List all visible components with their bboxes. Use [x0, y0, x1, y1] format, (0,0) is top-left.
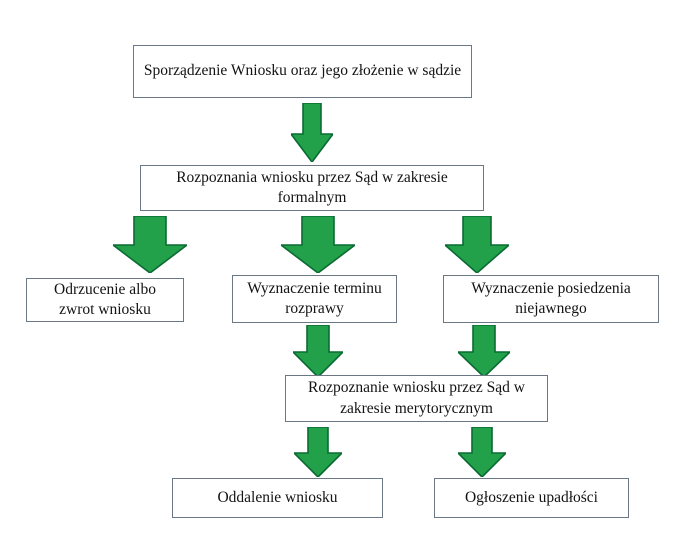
arrow-down-n2-n3 [113, 216, 187, 273]
flow-node-termin-rozprawy: Wyznaczenie terminu rozprawy [232, 275, 397, 323]
arrow-down-n1-n2 [291, 103, 333, 162]
flow-node-label: Rozpoznania wniosku przez Sąd w zakresie… [176, 168, 448, 206]
arrow-down-n4-n6 [293, 325, 343, 377]
flow-node-rozpoznania-formalne: Rozpoznania wniosku przez Sąd w zakresie… [140, 165, 484, 211]
arrow-down-n2-n5 [445, 216, 509, 273]
flow-node-label: Wyznaczenie terminu rozprawy [247, 279, 382, 317]
flow-node-label: Rozpoznanie wniosku przez Sąd w zakresie… [308, 379, 525, 417]
flow-node-label: Ogłoszenie upadłości [464, 488, 598, 506]
flow-node-posiedzenie-niejawne: Wyznaczenie posiedzenia niejawnego [443, 275, 659, 323]
flow-node-sporzadzenie-wniosku: Sporządzenie Wniosku oraz jego złożenie … [133, 45, 472, 98]
flow-node-label: Wyznaczenie posiedzenia niejawnego [471, 279, 631, 317]
flow-node-label: Odrzucenie albo zwrot wniosku [54, 280, 156, 318]
arrow-down-n2-n4 [281, 216, 355, 273]
flow-node-odrzucenie-zwrot: Odrzucenie albo zwrot wniosku [26, 278, 184, 322]
flow-node-label: Oddalenie wniosku [217, 488, 338, 506]
flow-node-oddalenie-wniosku: Oddalenie wniosku [172, 478, 383, 518]
arrow-down-n6-n7 [294, 427, 342, 477]
flow-node-rozpoznanie-merytoryczne: Rozpoznanie wniosku przez Sąd w zakresie… [285, 375, 548, 422]
arrow-down-n6-n8 [458, 427, 506, 477]
arrow-down-n5-n6 [458, 325, 510, 377]
flow-node-ogloszenie-upadlosci: Ogłoszenie upadłości [434, 478, 629, 518]
flow-node-label: Sporządzenie Wniosku oraz jego złożenie … [143, 62, 462, 80]
